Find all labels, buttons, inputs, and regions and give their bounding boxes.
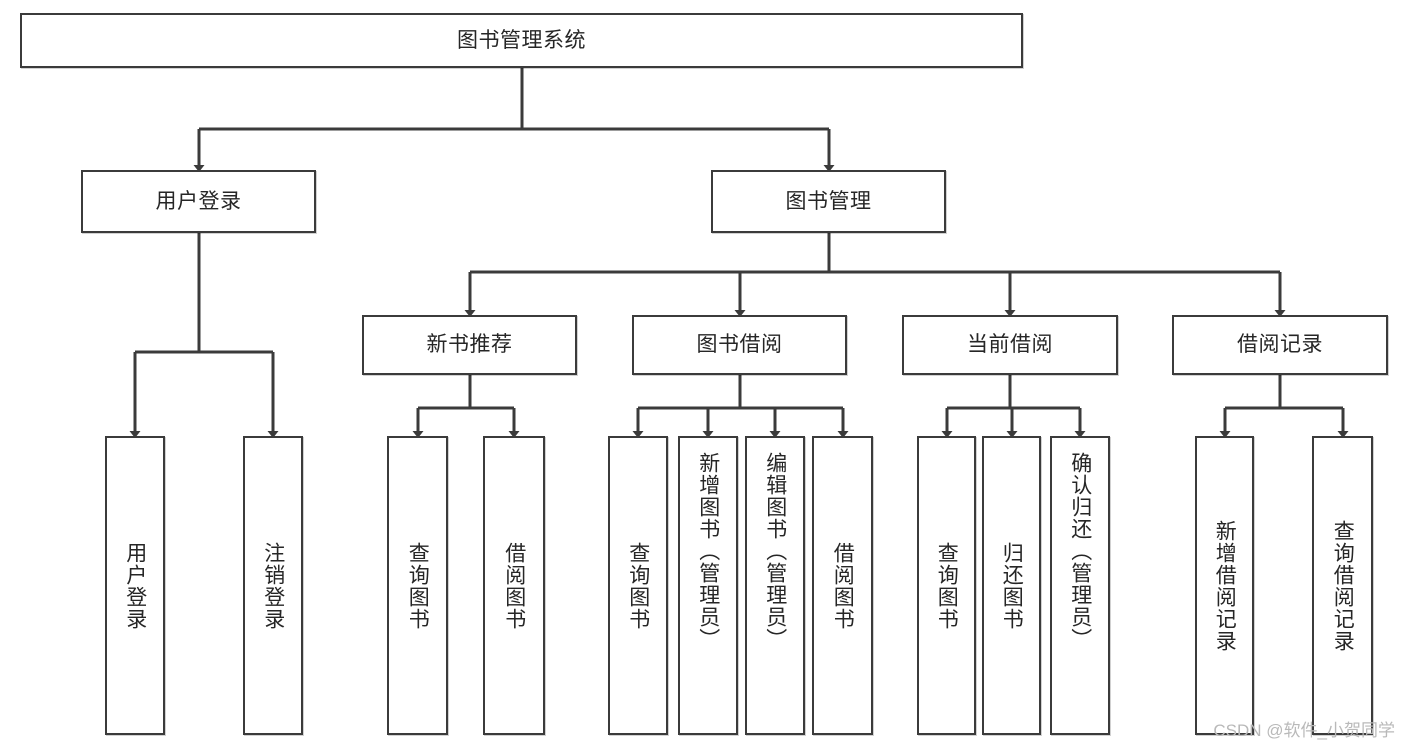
node-leaf-confirm-return[interactable]: 确认归还（管理员） — [1050, 436, 1110, 735]
node-label: 借阅图书 — [502, 541, 526, 630]
node-label: 编辑图书（管理员） — [763, 452, 787, 650]
node-leaf-query-book-rec[interactable]: 查询图书 — [387, 436, 448, 735]
node-label: 归还图书 — [1000, 541, 1024, 630]
node-label: 图书管理 — [785, 189, 872, 213]
connector-lines — [129, 68, 1349, 438]
node-book-manage[interactable]: 图书管理 — [711, 170, 946, 233]
node-leaf-query-book-cur[interactable]: 查询图书 — [917, 436, 976, 735]
node-label: 查询借阅记录 — [1331, 519, 1355, 652]
node-leaf-query-record[interactable]: 查询借阅记录 — [1312, 436, 1373, 735]
node-leaf-logout[interactable]: 注销登录 — [243, 436, 303, 735]
node-label: 新增图书（管理员） — [696, 452, 720, 650]
node-label: 用户登录 — [123, 541, 147, 630]
node-leaf-borrow-book[interactable]: 借阅图书 — [812, 436, 873, 735]
watermark-text: CSDN @软件_小贺同学 — [1213, 721, 1395, 740]
node-label: 确认归还（管理员） — [1068, 452, 1092, 650]
node-label: 当前借阅 — [967, 333, 1053, 357]
node-label: 查询图书 — [626, 541, 650, 630]
node-label: 用户登录 — [155, 189, 242, 213]
node-root[interactable]: 图书管理系统 — [20, 13, 1023, 68]
node-leaf-borrow-book-rec[interactable]: 借阅图书 — [483, 436, 545, 735]
node-label: 查询图书 — [406, 541, 430, 630]
node-current-borrow[interactable]: 当前借阅 — [902, 315, 1118, 375]
node-label: 图书管理系统 — [457, 28, 586, 52]
node-user-login[interactable]: 用户登录 — [81, 170, 316, 233]
node-label: 借阅记录 — [1237, 333, 1323, 357]
node-borrow-record[interactable]: 借阅记录 — [1172, 315, 1388, 375]
node-leaf-user-login[interactable]: 用户登录 — [105, 436, 165, 735]
node-leaf-query-book-borrow[interactable]: 查询图书 — [608, 436, 668, 735]
node-new-book-rec[interactable]: 新书推荐 — [362, 315, 577, 375]
node-label: 借阅图书 — [831, 541, 855, 630]
node-leaf-return-book[interactable]: 归还图书 — [982, 436, 1041, 735]
node-book-borrow[interactable]: 图书借阅 — [632, 315, 847, 375]
node-leaf-add-record[interactable]: 新增借阅记录 — [1195, 436, 1254, 735]
node-label: 注销登录 — [261, 541, 285, 630]
node-label: 图书借阅 — [696, 333, 783, 357]
node-leaf-add-book[interactable]: 新增图书（管理员） — [678, 436, 738, 735]
node-leaf-edit-book[interactable]: 编辑图书（管理员） — [745, 436, 805, 735]
node-label: 新增借阅记录 — [1213, 519, 1237, 652]
node-label: 查询图书 — [935, 541, 959, 630]
node-label: 新书推荐 — [426, 333, 513, 357]
